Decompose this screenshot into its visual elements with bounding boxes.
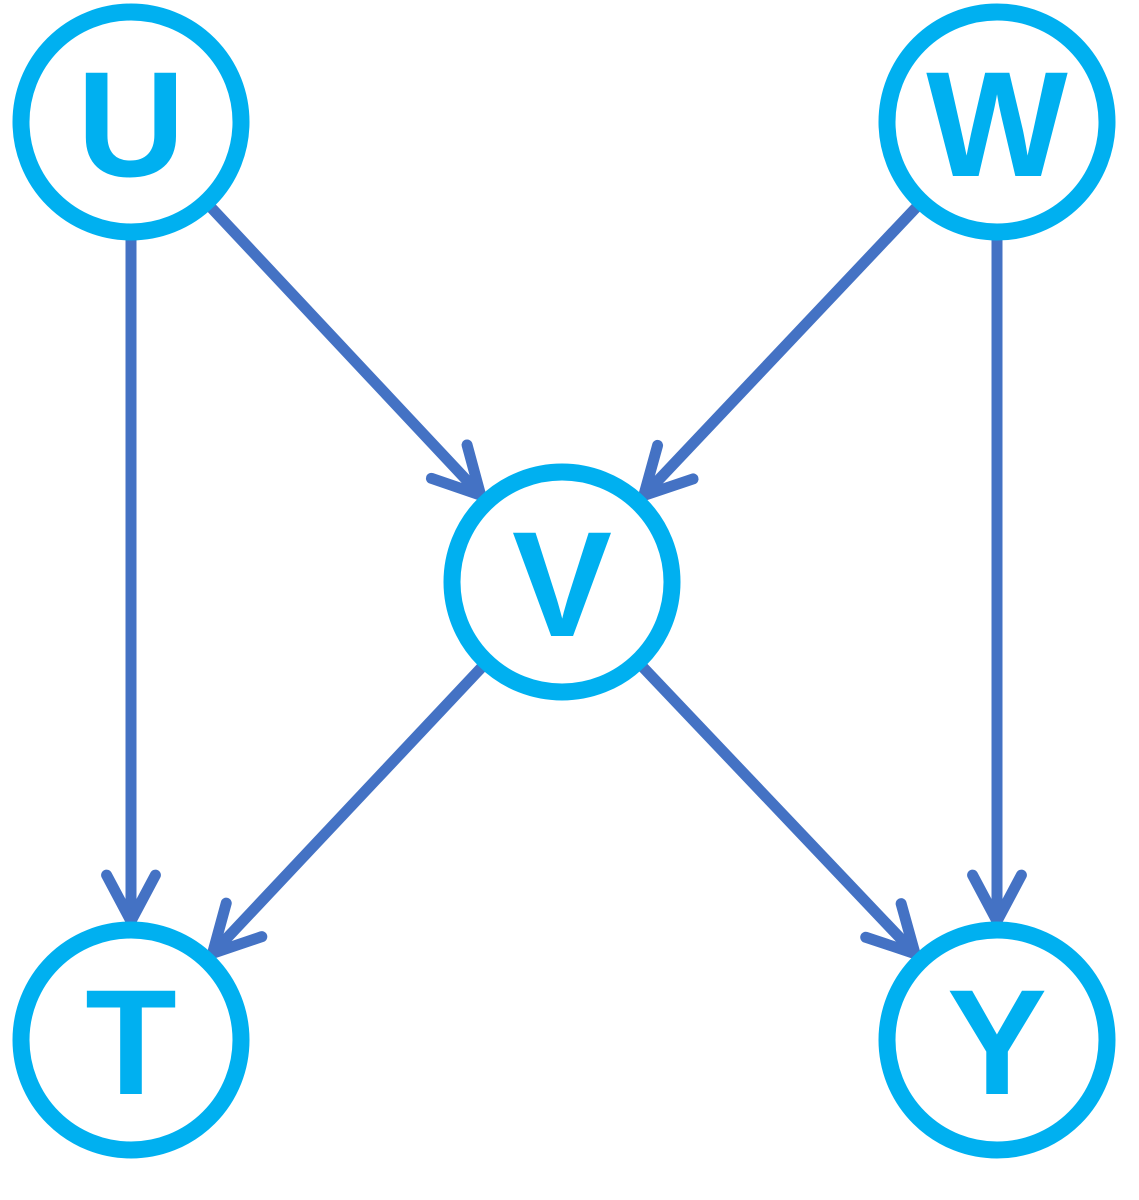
node-u-circle [12,3,250,241]
node-v-label: V [512,500,612,668]
edge-u-t [101,235,161,933]
edge-v-t-line [208,660,489,958]
edge-v-y-line [635,660,920,958]
node-w: W [878,3,1116,241]
node-u: U [12,3,250,241]
node-v: V [443,463,681,701]
node-y-label: Y [947,958,1047,1126]
node-y: Y [878,921,1116,1159]
edge-v-y-arrowhead [860,898,924,963]
edge-v-t [204,660,489,962]
node-w-label: W [926,40,1068,208]
edge-w-y [967,235,1027,933]
node-t: T [12,921,250,1159]
edge-v-t-arrowhead [204,897,268,962]
node-w-circle [878,3,1116,241]
edge-u-t-arrowhead [101,869,161,933]
node-t-label: T [85,958,177,1126]
edge-u-v-line [204,200,485,499]
node-v-circle [443,463,681,701]
edge-u-v-arrowhead [425,439,489,504]
edge-u-v [204,200,489,504]
edge-w-y-arrowhead [967,869,1027,933]
edges-layer [101,200,1027,963]
edge-w-v-line [639,200,924,500]
node-y-circle [878,921,1116,1159]
node-t-circle [12,921,250,1159]
node-u-label: U [77,40,185,208]
edge-v-y [635,660,924,963]
edge-w-v-arrowhead [635,439,699,505]
edge-w-v [635,200,924,505]
